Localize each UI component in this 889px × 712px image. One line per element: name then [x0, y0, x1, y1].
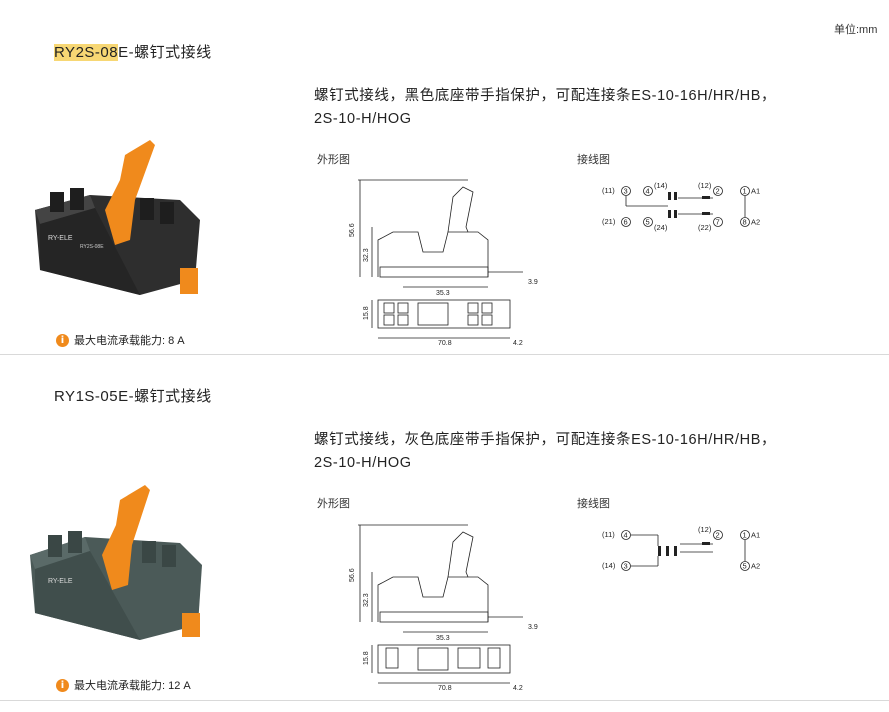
wire-label-12: (12): [698, 525, 712, 534]
outline-label: 外形图: [317, 498, 350, 510]
section-divider: [0, 354, 889, 355]
wire-label-12: (12): [698, 181, 712, 190]
description-line-1: 螺钉式接线，灰色底座带手指保护，可配连接条ES-10-16H/HR/HB，: [314, 432, 777, 448]
product-print-brand: RY-ELE: [48, 578, 73, 585]
dim-height: 56.6: [349, 568, 356, 582]
product-image-ry2s: RY-ELE RY2S-08E: [35, 140, 200, 295]
terminal-1: 1: [743, 187, 747, 196]
wire-label-22: (22): [698, 223, 712, 232]
dim-rail: 3.9: [528, 624, 538, 631]
section-title-ry2s: RY2S-08E-螺钉式接线: [54, 41, 212, 62]
terminal-7: 7: [716, 218, 720, 227]
terminal-4: 4: [624, 531, 628, 540]
description-line-2: 2S-10-H/HOG: [314, 455, 412, 471]
wiring-diagram-ry1s: (11) 4 (12) 2 1 A1 (14) 3 5 A2: [602, 525, 760, 571]
terminal-5: 5: [743, 562, 747, 571]
terminal-4: 4: [646, 187, 650, 196]
model-highlight: RY2S-08: [54, 44, 119, 61]
wire-label-14: (14): [654, 181, 668, 190]
capacity-note-ry2s: i 最大电流承载能力: 8 A: [56, 332, 185, 348]
dim-rail: 3.9: [528, 279, 538, 286]
section-divider: [0, 700, 889, 701]
section-title-ry1s: RY1S-05E-螺钉式接线: [54, 388, 212, 405]
dim-length: 70.8: [438, 685, 452, 692]
dim-height: 56.6: [349, 223, 356, 237]
capacity-note-ry1s: i 最大电流承载能力: 12 A: [56, 677, 191, 693]
outline-drawing-ry2s: 56.6 32.3 35.3 3.9 15.8 70.8 4.2: [349, 179, 538, 347]
wire-label-14: (14): [602, 561, 616, 570]
outline-label: 外形图: [317, 154, 350, 166]
coil-a1: A1: [751, 531, 760, 540]
description: 螺钉式接线，灰色底座带手指保护，可配连接条ES-10-16H/HR/HB， 2S…: [314, 429, 854, 475]
wiring-diagram-ry2s: (11) 3 4 (14) (12) 2 1 A1 (21) 6 5 (24) …: [602, 181, 760, 232]
coil-a2: A2: [751, 562, 760, 571]
title-rest: E-螺钉式接线: [118, 44, 212, 61]
terminal-3: 3: [624, 562, 628, 571]
wiring-label: 接线图: [577, 154, 610, 166]
wire-label-21: (21): [602, 217, 616, 226]
terminal-6: 6: [624, 218, 628, 227]
capacity-text: 最大电流承载能力: 12 A: [74, 680, 191, 692]
product-print-brand: RY-ELE: [48, 235, 73, 242]
terminal-2: 2: [716, 531, 720, 540]
wire-label-11: (11): [602, 530, 615, 539]
wire-label-24: (24): [654, 223, 668, 232]
terminal-5: 5: [646, 218, 650, 227]
terminal-2: 2: [716, 187, 720, 196]
dim-side: 4.2: [513, 685, 523, 692]
dim-width-top: 35.3: [436, 635, 450, 642]
outline-drawing-ry1s: 56.6 32.3 35.3 3.9 15.8 70.8 4.2: [349, 524, 538, 692]
unit-label: 单位:mm: [834, 24, 878, 36]
dim-inner: 32.3: [363, 248, 370, 262]
dim-length: 70.8: [438, 340, 452, 347]
dim-depth: 15.8: [363, 306, 370, 320]
dim-depth: 15.8: [363, 651, 370, 665]
product-print-model: RY2S-08E: [80, 244, 104, 250]
coil-a2: A2: [751, 218, 760, 227]
dim-inner: 32.3: [363, 593, 370, 607]
capacity-text: 最大电流承载能力: 8 A: [74, 335, 185, 347]
terminal-3: 3: [624, 187, 628, 196]
description: 螺钉式接线，黑色底座带手指保护，可配连接条ES-10-16H/HR/HB， 2S…: [314, 85, 854, 131]
dim-width-top: 35.3: [436, 290, 450, 297]
wiring-label: 接线图: [577, 498, 610, 510]
description-line-1: 螺钉式接线，黑色底座带手指保护，可配连接条ES-10-16H/HR/HB，: [314, 88, 777, 104]
info-icon: i: [56, 678, 69, 692]
terminal-8: 8: [743, 218, 747, 227]
wire-label-11: (11): [602, 186, 615, 195]
product-image-ry1s: RY-ELE: [30, 485, 202, 640]
info-icon: i: [56, 333, 69, 347]
dim-side: 4.2: [513, 340, 523, 347]
coil-a1: A1: [751, 187, 760, 196]
terminal-1: 1: [743, 531, 747, 540]
description-line-2: 2S-10-H/HOG: [314, 111, 412, 127]
